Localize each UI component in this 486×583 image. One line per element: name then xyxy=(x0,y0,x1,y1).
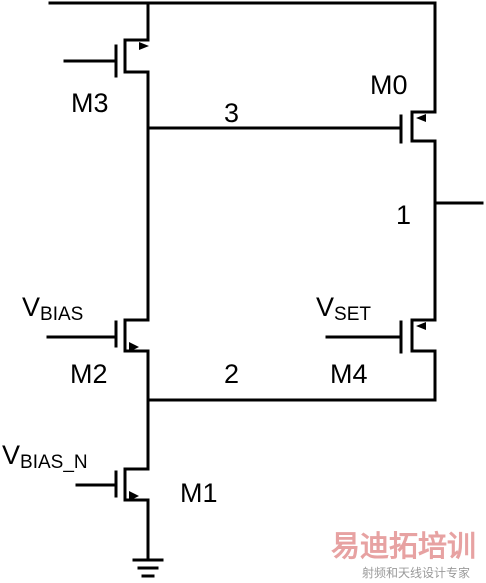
transistor-m0 xyxy=(399,110,437,144)
vbias-label: VBIAS xyxy=(22,292,83,325)
vbias-n-label: VBIAS_N xyxy=(2,440,88,473)
transistor-m4 xyxy=(325,318,437,402)
transistor-m2 xyxy=(46,318,150,402)
vset-label: VSET xyxy=(316,292,371,325)
label-m1: M1 xyxy=(180,478,218,508)
label-m3: M3 xyxy=(71,88,109,118)
ground-symbol xyxy=(132,558,164,578)
node-1-label: 1 xyxy=(396,200,411,230)
watermark-subtitle: 射频和天线设计专家 xyxy=(362,565,470,580)
node-2-label: 2 xyxy=(224,359,239,389)
watermark-title: 易迪拓培训 xyxy=(331,529,476,563)
label-m2: M2 xyxy=(70,359,108,389)
label-m4: M4 xyxy=(330,359,368,389)
transistor-m3 xyxy=(63,38,150,130)
supply-rail xyxy=(48,1,437,114)
transistor-m1 xyxy=(75,398,150,560)
label-m0: M0 xyxy=(370,70,408,100)
node-3-label: 3 xyxy=(224,98,239,128)
